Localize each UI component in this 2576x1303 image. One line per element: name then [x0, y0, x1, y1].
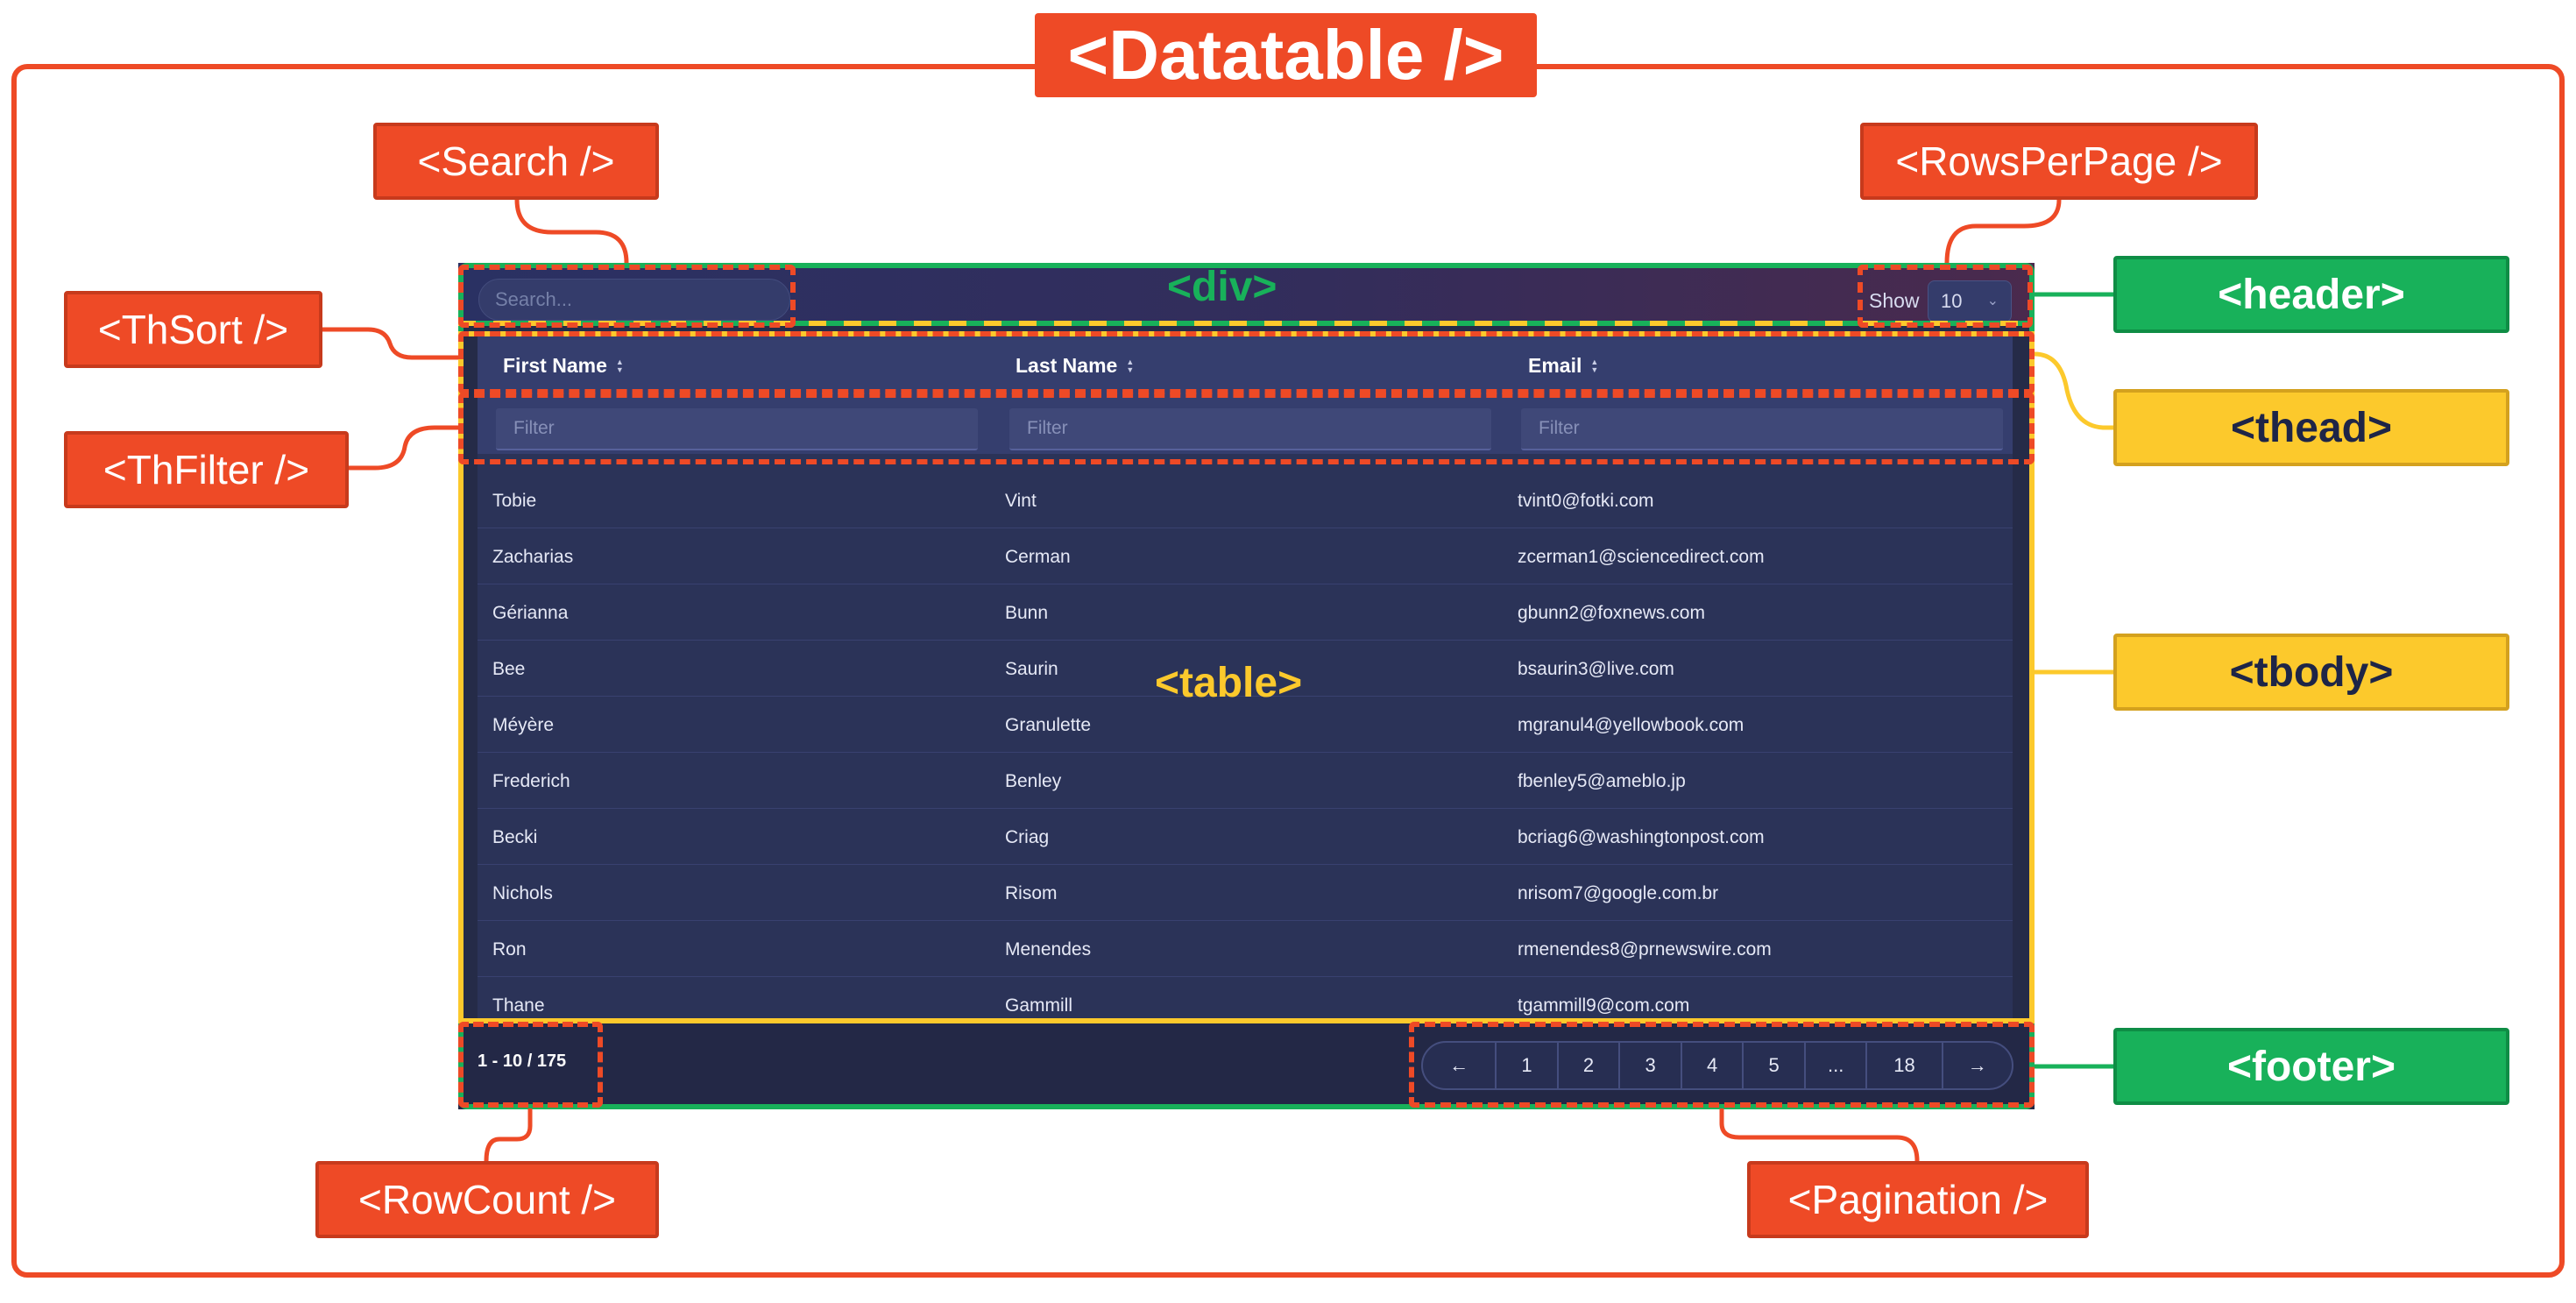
table-cell: Risom — [1005, 883, 1058, 903]
rowcount-connector — [484, 1108, 533, 1162]
filter-input-2[interactable]: Filter — [1521, 408, 2003, 450]
div-label: <div> — [1167, 264, 1277, 310]
table-cell: Nichols — [492, 883, 553, 903]
thfilter-connector — [349, 425, 458, 471]
sort-icon[interactable]: ▲▼ — [1126, 357, 1135, 374]
prev-page-button[interactable]: ← — [1423, 1043, 1497, 1088]
tbody-tag: <tbody> — [2113, 634, 2509, 711]
column-header-2[interactable]: Email ▲▼ — [1528, 354, 1598, 378]
header-outline-stripe — [458, 321, 2035, 326]
header-tag: <header> — [2113, 256, 2509, 333]
column-header-label: Email — [1528, 354, 1582, 377]
pagination-connector — [1719, 1108, 1920, 1162]
filter-input-1[interactable]: Filter — [1009, 408, 1491, 450]
table-cell: Criag — [1005, 827, 1050, 847]
table-cell: Menendes — [1005, 939, 1092, 960]
table-cell: Saurin — [1005, 659, 1058, 679]
thsort-dashed-box — [458, 331, 2035, 394]
page-button[interactable]: 1 — [1497, 1043, 1559, 1088]
sort-icon[interactable]: ▲▼ — [1590, 357, 1599, 374]
table-cell: gbunn2@foxnews.com — [1518, 603, 1705, 623]
column-header-label: First Name — [503, 354, 607, 377]
table-cell: Becki — [492, 827, 538, 847]
page-button[interactable]: 5 — [1744, 1043, 1806, 1088]
table-cell: Ron — [492, 939, 527, 960]
show-label: Show — [1869, 289, 1920, 312]
row-divider — [478, 640, 2013, 641]
thead-connector — [2034, 351, 2113, 430]
rows-per-page-connector — [1944, 199, 2062, 264]
table-cell: Bunn — [1005, 603, 1049, 623]
row-divider — [478, 976, 2013, 977]
rowcount-tag: <RowCount /> — [315, 1161, 659, 1238]
thfilter-dashed-box — [458, 393, 2035, 464]
row-divider — [478, 752, 2013, 753]
column-header-1[interactable]: Last Name ▲▼ — [1016, 354, 1134, 378]
table-cell: Gammill — [1005, 995, 1072, 1016]
table-cell: bcriag6@washingtonpost.com — [1518, 827, 1765, 847]
table-cell: tgammill9@com.com — [1518, 995, 1690, 1016]
row-count: 1 - 10 / 175 — [478, 1052, 567, 1071]
thsort-connector — [322, 327, 458, 360]
row-divider — [478, 864, 2013, 865]
table-cell: Vint — [1005, 491, 1037, 511]
row-divider — [478, 808, 2013, 809]
column-header-0[interactable]: First Name ▲▼ — [503, 354, 624, 378]
table-cell: zcerman1@sciencedirect.com — [1518, 547, 1765, 567]
table-cell: nrisom7@google.com.br — [1518, 883, 1719, 903]
footer-tag: <footer> — [2113, 1028, 2509, 1105]
table-cell: rmenendes8@prnewswire.com — [1518, 939, 1772, 960]
search-connector — [514, 199, 629, 264]
rows-per-page-dashed-box — [1858, 265, 2033, 328]
row-divider — [478, 920, 2013, 921]
table-cell: Frederich — [492, 771, 570, 791]
table-cell: Granulette — [1005, 715, 1092, 735]
search-dashed-box — [458, 265, 796, 328]
page-ellipsis: ... — [1806, 1043, 1868, 1088]
thsort-tag: <ThSort /> — [64, 291, 322, 368]
rowcount-dashed-box — [458, 1022, 603, 1108]
rows-per-page-value: 10 — [1941, 290, 1963, 312]
table-cell: Bee — [492, 659, 526, 679]
rows-per-page-tag: <RowsPerPage /> — [1860, 123, 2258, 200]
pagination-tag: <Pagination /> — [1747, 1161, 2089, 1238]
table-label: <table> — [1155, 660, 1303, 706]
filter-input-0[interactable]: Filter — [496, 408, 978, 450]
table-cell: Méyère — [492, 715, 555, 735]
search-input[interactable]: Search... — [478, 279, 790, 321]
rows-per-page-select[interactable]: 10 ⌄ — [1928, 280, 2012, 322]
next-page-button[interactable]: → — [1967, 1054, 1987, 1076]
table-cell: Zacharias — [492, 547, 574, 567]
table-cell: tvint0@fotki.com — [1518, 491, 1654, 511]
table-cell: Tobie — [492, 491, 537, 511]
table-cell: bsaurin3@live.com — [1518, 659, 1674, 679]
table-cell: mgranul4@yellowbook.com — [1518, 715, 1744, 735]
datatable-title-tag: <Datatable /> — [1035, 13, 1537, 97]
page-button[interactable]: 18 — [1867, 1043, 1943, 1088]
table-cell: Cerman — [1005, 547, 1071, 567]
sort-icon[interactable]: ▲▼ — [615, 357, 624, 374]
row-divider — [478, 696, 2013, 697]
pagination-dashed-box — [1409, 1022, 2035, 1108]
thfilter-tag: <ThFilter /> — [64, 431, 349, 508]
table-cell: Thane — [492, 995, 545, 1016]
chevron-down-icon: ⌄ — [1986, 294, 1999, 308]
table-cell: Benley — [1005, 771, 1062, 791]
table-cell: fbenley5@ameblo.jp — [1518, 771, 1686, 791]
table-cell: Gérianna — [492, 603, 569, 623]
column-header-label: Last Name — [1016, 354, 1118, 377]
page-button[interactable]: 2 — [1559, 1043, 1621, 1088]
page-button[interactable]: 4 — [1682, 1043, 1744, 1088]
search-tag: <Search /> — [373, 123, 659, 200]
page-button[interactable]: 3 — [1620, 1043, 1682, 1088]
thead-tag: <thead> — [2113, 389, 2509, 466]
